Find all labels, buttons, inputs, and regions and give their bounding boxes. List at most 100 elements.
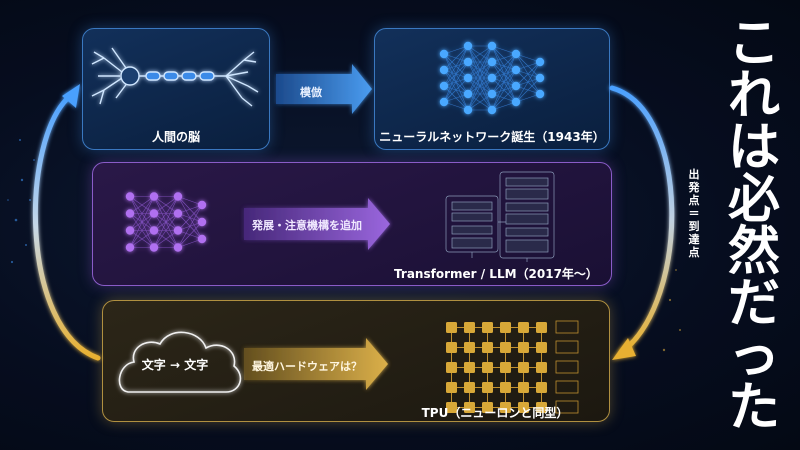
tpu-cell <box>500 362 511 373</box>
tpu-cell <box>464 322 475 333</box>
hardware-arrow <box>244 338 388 390</box>
network-edge <box>443 61 469 103</box>
network-node <box>439 49 449 59</box>
mac-unit <box>555 340 579 354</box>
network-node <box>125 192 135 201</box>
network-node <box>463 41 473 51</box>
network-node <box>487 41 497 51</box>
tpu-cell <box>464 382 475 393</box>
tpu-cell <box>482 322 493 333</box>
network-edge <box>153 230 179 248</box>
cloud-icon <box>118 331 242 393</box>
tpu-cell <box>536 342 547 353</box>
network-node <box>173 243 183 252</box>
title-char: は <box>727 118 780 178</box>
tpu-cell <box>446 402 457 413</box>
neural-network-illustration <box>439 41 545 115</box>
tpu-cell <box>536 362 547 373</box>
network-edge <box>153 196 179 248</box>
transformer-label: Transformer / LLM（2017年〜） <box>394 267 598 281</box>
network-edge <box>129 196 155 248</box>
side-note-char: 達 <box>688 233 700 246</box>
network-edge <box>153 196 179 231</box>
side-note-char: 発 <box>688 181 700 194</box>
network-node <box>511 49 521 59</box>
network-edge <box>443 45 469 103</box>
network-edge <box>467 45 493 111</box>
network-edge <box>491 69 517 111</box>
mimic-arrow-label: 模倣 <box>300 86 322 99</box>
mac-unit <box>555 320 579 334</box>
network-edge <box>491 53 517 111</box>
tpu-cell <box>464 362 475 373</box>
network-node <box>125 226 135 235</box>
network-node <box>511 65 521 75</box>
loop-arrowhead-left <box>62 84 80 108</box>
loop-arrowhead-right <box>612 338 636 360</box>
network-edge <box>443 45 469 87</box>
side-note-char: 点 <box>688 246 700 259</box>
tpu-label: TPU（ニューロンと同型） <box>421 406 569 420</box>
side-note-char: 出 <box>688 168 700 181</box>
particles-right <box>662 269 681 352</box>
network-edge <box>491 85 517 111</box>
network-node <box>149 192 159 201</box>
brain-panel <box>82 28 270 150</box>
network-edge <box>177 204 203 214</box>
network-edge <box>153 196 179 214</box>
tpu-cell <box>500 322 511 333</box>
network-edge <box>443 93 469 103</box>
network-node <box>463 89 473 99</box>
network-node <box>125 209 135 218</box>
title-char: た <box>727 378 780 438</box>
network-node <box>535 89 545 99</box>
network-node <box>197 200 207 210</box>
network-node <box>535 73 545 83</box>
network-node <box>173 226 183 235</box>
mac-unit <box>555 400 579 414</box>
network-edge <box>515 93 541 103</box>
title-char: こ <box>727 14 780 74</box>
network-node <box>487 89 497 99</box>
network-node <box>149 209 159 218</box>
side-note: 出 発 点 ＝ 到 達 点 <box>684 168 704 259</box>
tpu-cell <box>482 382 493 393</box>
network-edge <box>443 45 469 55</box>
tpu-cell <box>482 402 493 413</box>
title-char: 必 <box>727 170 780 230</box>
network-edge <box>515 61 541 71</box>
network-edge <box>491 53 517 63</box>
network-node <box>149 243 159 252</box>
tpu-cell <box>464 402 475 413</box>
network-node <box>463 57 473 67</box>
tpu-cell <box>518 402 529 413</box>
network-node <box>511 81 521 91</box>
network-edge <box>177 204 203 248</box>
tpu-cell <box>500 382 511 393</box>
tpu-cell <box>536 322 547 333</box>
network-edge <box>515 61 541 87</box>
tpu-cell <box>500 402 511 413</box>
tpu-cell <box>518 322 529 333</box>
brain-label: 人間の脳 <box>151 130 200 144</box>
title-char: れ <box>727 66 780 126</box>
tpu-cell <box>500 342 511 353</box>
network-node <box>487 73 497 83</box>
develop-arrow <box>244 198 390 250</box>
network-edge <box>177 238 203 248</box>
title-char: だ <box>727 274 780 334</box>
network-edge <box>153 213 179 248</box>
network-node <box>149 226 159 235</box>
network-edge <box>491 53 517 79</box>
tpu-cell <box>536 382 547 393</box>
network-edge <box>177 221 203 248</box>
network-edge <box>467 93 493 111</box>
side-note-char: ＝ <box>688 207 700 220</box>
transformer-diagram <box>445 171 555 262</box>
network-edge <box>467 61 493 111</box>
tpu-cell <box>446 342 457 353</box>
neural-network-label: ニューラルネットワーク誕生（1943年） <box>379 130 605 144</box>
network-node <box>487 57 497 67</box>
